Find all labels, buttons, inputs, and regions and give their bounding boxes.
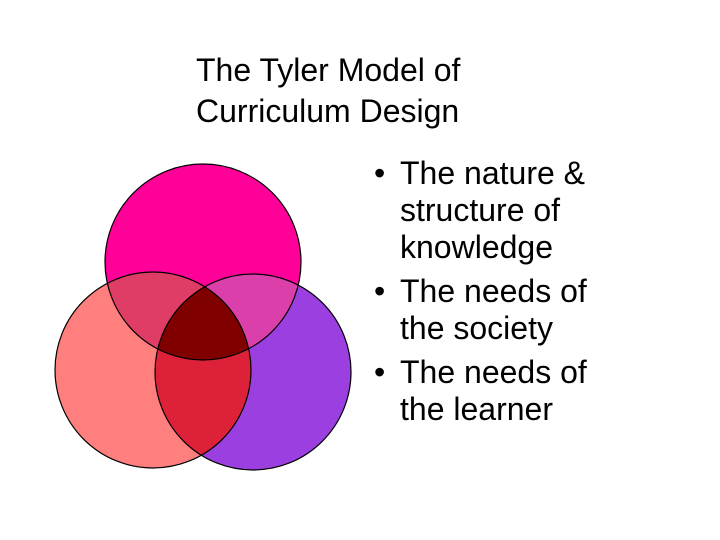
bullet-dot-icon: •	[374, 273, 386, 309]
slide-title: The Tyler Model of Curriculum Design	[196, 50, 636, 132]
bullet-line: the learner	[400, 391, 553, 427]
bullet-list: • The nature & structure of knowledge • …	[368, 155, 708, 435]
bullet-dot-icon: •	[374, 354, 386, 390]
venn-outline-left	[54, 271, 252, 469]
bullet-line: The nature &	[400, 155, 585, 191]
bullet-item-society: • The needs of the society	[368, 273, 708, 347]
bullet-line: knowledge	[400, 229, 553, 265]
venn-overlap-center	[155, 274, 251, 360]
bullet-line: structure of	[400, 192, 561, 228]
bullet-line: the society	[400, 310, 553, 346]
title-line-2: Curriculum Design	[196, 93, 460, 129]
title-line-1: The Tyler Model of	[196, 52, 461, 88]
venn-outline-top	[104, 163, 302, 361]
bullet-dot-icon: •	[374, 155, 386, 191]
bullet-line: The needs of	[400, 354, 587, 390]
bullet-line: The needs of	[400, 273, 587, 309]
bullet-item-knowledge: • The nature & structure of knowledge	[368, 155, 708, 266]
venn-outline-right	[154, 273, 352, 471]
bullet-item-learner: • The needs of the learner	[368, 354, 708, 428]
